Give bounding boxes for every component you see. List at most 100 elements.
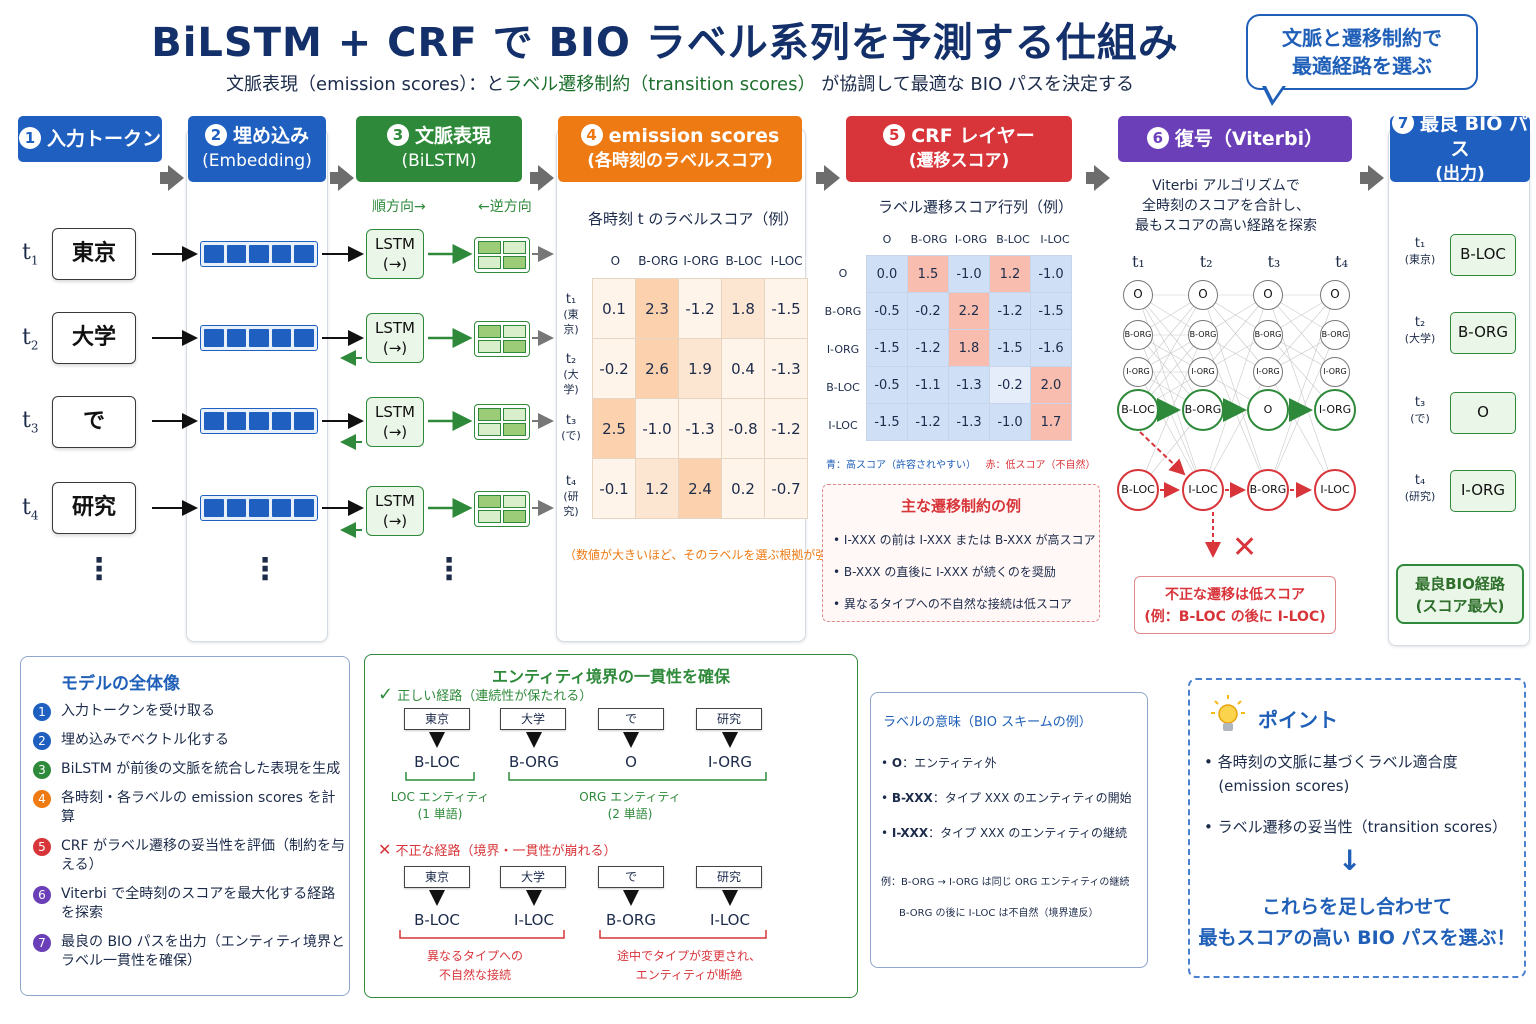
good-label: B-ORG bbox=[509, 753, 559, 771]
lattice-node: B-ORG bbox=[1123, 320, 1153, 350]
stage-num-7: 7 bbox=[1392, 111, 1415, 134]
legend-red: 赤：低スコア（不自然） bbox=[985, 460, 1096, 471]
token-sub: 3 bbox=[30, 421, 39, 436]
bad-token: 大学 bbox=[500, 866, 566, 888]
lightbulb-icon bbox=[1211, 695, 1245, 731]
step-text: 埋め込みでベクトル化する bbox=[61, 732, 229, 748]
bad-token: 東京 bbox=[404, 866, 470, 888]
viterbi-time: t₂ bbox=[1199, 252, 1213, 271]
lattice-node: O bbox=[1253, 280, 1283, 310]
stage-arrow-4 bbox=[824, 165, 840, 191]
point-down-arrow-icon: ↓ bbox=[1338, 844, 1362, 877]
bilstm-output-4 bbox=[474, 491, 530, 527]
ellipsis-lstm: ⋮ bbox=[434, 552, 464, 587]
good-group-2: ORG エンティティ(2 単語) bbox=[560, 789, 700, 823]
row-word: (東京) bbox=[563, 308, 579, 336]
stage-2-title: 埋め込み bbox=[232, 125, 309, 147]
page-title: BiLSTM + CRF で BIO ラベル系列を予測する仕組み bbox=[151, 20, 1179, 66]
row-t: t₁ bbox=[565, 292, 577, 307]
constraint-text: B-XXX の直後に I-XXX が続くのを奨励 bbox=[843, 565, 1056, 579]
transition-cell: 0.0 bbox=[866, 255, 908, 293]
emission-row-label-2: t₂(大学) bbox=[556, 352, 586, 397]
stage-3-sub: (BiLSTM) bbox=[401, 151, 477, 171]
bad-path-text: 不正な経路（境界・一貫性が崩れる） bbox=[395, 844, 617, 859]
point-item-2: • ラベル遷移の妥当性（transition scores） bbox=[1204, 818, 1507, 836]
lattice-node: I-ORG bbox=[1188, 357, 1218, 387]
callout-line1: 文脈と遷移制約で bbox=[1282, 26, 1442, 50]
best-path-node: O bbox=[1247, 389, 1289, 431]
bad-token: 研究 bbox=[696, 866, 762, 888]
transition-col-4: I-LOC bbox=[1040, 233, 1070, 246]
group-line: (2 単語) bbox=[607, 807, 653, 821]
transition-cell: -0.5 bbox=[866, 292, 908, 330]
transition-row-label-3: B-LOC bbox=[826, 381, 860, 394]
emission-cell: 0.2 bbox=[721, 458, 765, 519]
cross-icon: ✕ bbox=[378, 840, 392, 859]
lattice-edges bbox=[1137, 294, 1336, 491]
emission-cell: -0.2 bbox=[592, 338, 636, 399]
table-row: -0.5 -0.2 2.2 -1.2 -1.5 bbox=[866, 292, 1072, 330]
token-t: t bbox=[22, 240, 31, 265]
bad-path-node: I-LOC bbox=[1182, 469, 1224, 511]
best-path-node: B-LOC bbox=[1117, 389, 1159, 431]
table-row: -0.5 -1.1 -1.3 -0.2 2.0 bbox=[866, 366, 1072, 404]
token-time-1: t1 bbox=[22, 240, 38, 267]
overview-title: モデルの全体像 bbox=[61, 674, 180, 694]
token-t: t bbox=[22, 408, 31, 433]
bad-transition-note: 不正な遷移は低スコア (例：B-LOC の後に I-LOC) bbox=[1134, 576, 1336, 634]
list-item: • B-XXX の直後に I-XXX が続くのを奨励 bbox=[833, 565, 1056, 579]
output-t: t₃ bbox=[1414, 395, 1426, 410]
consistency-title: エンティティ境界の一貫性を確保 bbox=[491, 667, 731, 686]
constraints-box: 主な遷移制約の例 • I-XXX の前は I-XXX または B-XXX が高ス… bbox=[822, 484, 1100, 622]
step-text: CRF がラベル遷移の妥当性を評価（制約を与える） bbox=[61, 838, 346, 873]
emission-col-headers: O B-ORG I-ORG B-LOC I-LOC bbox=[594, 254, 808, 268]
bad-token: で bbox=[598, 866, 664, 888]
emission-cell: 0.4 bbox=[721, 338, 765, 399]
transition-cell: -1.2 bbox=[907, 403, 949, 441]
subtitle-emphasis: ラベル遷移制約（transition scores） bbox=[504, 74, 816, 95]
bilstm-output-3 bbox=[474, 404, 530, 440]
transition-cell: -0.2 bbox=[907, 292, 949, 330]
lstm-cell-1: LSTM(→) bbox=[366, 229, 424, 279]
invalid-cross-icon: ✕ bbox=[1232, 530, 1258, 565]
embedding-vector-4 bbox=[200, 495, 318, 521]
group-line: 途中でタイプが変更され、 bbox=[616, 949, 762, 963]
emission-cell: -1.3 bbox=[764, 338, 808, 399]
token-sub: 2 bbox=[30, 338, 39, 353]
label-example-1: 例：B-ORG → I-ORG は同じ ORG エンティティの継続 bbox=[881, 877, 1130, 888]
table-row: -0.1 1.2 2.4 0.2 -0.7 bbox=[592, 458, 808, 519]
stage-arrow-stem-3 bbox=[530, 172, 540, 184]
stage-6-title: 復号（Viterbi） bbox=[1174, 127, 1324, 150]
viterbi-desc-line: 全時刻のスコアを合計し、 bbox=[1142, 198, 1310, 214]
emission-cell: -1.2 bbox=[764, 398, 808, 459]
transition-table: 0.0 1.5 -1.0 1.2 -1.0 -0.5 -0.2 2.2 -1.2… bbox=[866, 255, 1072, 441]
row-t: t₄ bbox=[565, 474, 577, 489]
transition-col-headers: O B-ORG I-ORG B-LOC I-LOC bbox=[866, 233, 1076, 246]
output-word: (東京) bbox=[1404, 253, 1436, 266]
transition-row-label-2: I-ORG bbox=[826, 343, 860, 356]
stage-arrow-stem-6 bbox=[1360, 172, 1370, 184]
callout-line2: 最適経路を選ぶ bbox=[1292, 54, 1432, 78]
transition-cell: -1.2 bbox=[907, 329, 949, 367]
ellipsis-tokens: ⋮ bbox=[84, 552, 114, 587]
step-text: 最良の BIO パスを出力（エンティティ境界と bbox=[61, 934, 345, 950]
stage-col-output bbox=[1388, 128, 1530, 646]
conclusion-line: 最もスコアの高い BIO パスを選ぶ！ bbox=[1198, 927, 1516, 949]
bad-label: I-LOC bbox=[514, 911, 554, 929]
group-line: エンティティが断絶 bbox=[635, 968, 743, 982]
output-time-2: t₂(大学) bbox=[1400, 315, 1440, 347]
bad-path-node: I-LOC bbox=[1314, 469, 1356, 511]
lattice-node: B-ORG bbox=[1253, 320, 1283, 350]
stage-arrow-2 bbox=[338, 165, 354, 191]
lstm-dir: (→) bbox=[382, 423, 408, 441]
label-desc: ：エンティティ外 bbox=[902, 756, 997, 770]
label-key: O bbox=[891, 756, 903, 770]
group-line: (1 単語) bbox=[417, 807, 463, 821]
emission-cell: 1.8 bbox=[721, 278, 765, 339]
step-text: Viterbi で全時刻のスコアを最大化する経路を探索 bbox=[61, 886, 336, 921]
transition-cell: -1.6 bbox=[1030, 329, 1072, 367]
stage-num-6: 6 bbox=[1146, 126, 1169, 149]
list-item: • O：エンティティ外 bbox=[881, 756, 997, 770]
